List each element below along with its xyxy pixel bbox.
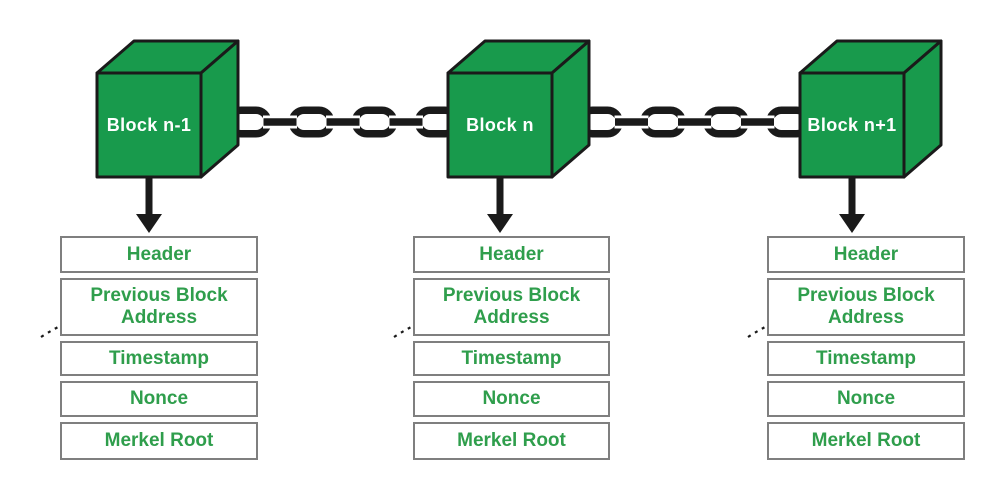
field-label: Nonce xyxy=(482,388,541,410)
field-label: Previous Block Address xyxy=(797,285,935,328)
field-label: Timestamp xyxy=(816,347,916,369)
fields-column-block-n-plus-1: Header Previous Block Address Timestamp … xyxy=(767,236,965,460)
field-box-header: Header xyxy=(60,236,258,273)
field-box-merkel-root: Merkel Root xyxy=(60,422,258,460)
field-label: Header xyxy=(479,243,544,265)
block-label: Block n-1 xyxy=(106,114,192,135)
field-box-previous-block-address: Previous Block Address xyxy=(767,278,965,336)
field-label: Merkel Root xyxy=(811,430,921,452)
field-box-header: Header xyxy=(767,236,965,273)
field-box-nonce: Nonce xyxy=(767,381,965,417)
field-box-merkel-root: Merkel Root xyxy=(413,422,610,460)
field-box-nonce: Nonce xyxy=(413,381,610,417)
field-label: Previous Block Address xyxy=(442,285,581,328)
field-label: Timestamp xyxy=(109,347,209,369)
block-label: Block n+1 xyxy=(807,114,897,135)
field-label: Previous Block Address xyxy=(90,285,228,328)
block-label: Block n xyxy=(466,114,534,135)
down-arrow-icon xyxy=(136,177,162,233)
field-box-header: Header xyxy=(413,236,610,273)
field-box-timestamp: Timestamp xyxy=(60,341,258,376)
field-label: Timestamp xyxy=(461,347,562,369)
field-box-nonce: Nonce xyxy=(60,381,258,417)
field-box-previous-block-address: Previous Block Address xyxy=(413,278,610,336)
field-box-merkel-root: Merkel Root xyxy=(767,422,965,460)
field-box-timestamp: Timestamp xyxy=(767,341,965,376)
fields-column-block-n-1: Header Previous Block Address Timestamp … xyxy=(60,236,258,460)
field-label: Nonce xyxy=(836,388,896,410)
fields-column-block-n: Header Previous Block Address Timestamp … xyxy=(413,236,610,460)
down-arrow-icon xyxy=(487,177,513,233)
chain-link-icon xyxy=(576,110,814,134)
field-label: Nonce xyxy=(129,388,189,410)
field-label: Merkel Root xyxy=(104,430,214,452)
field-box-previous-block-address: Previous Block Address xyxy=(60,278,258,336)
field-box-timestamp: Timestamp xyxy=(413,341,610,376)
field-label: Merkel Root xyxy=(457,430,566,452)
field-label: Header xyxy=(126,243,192,265)
chain-link-icon xyxy=(224,110,462,134)
field-label: Header xyxy=(833,243,899,265)
down-arrow-icon xyxy=(839,177,865,233)
